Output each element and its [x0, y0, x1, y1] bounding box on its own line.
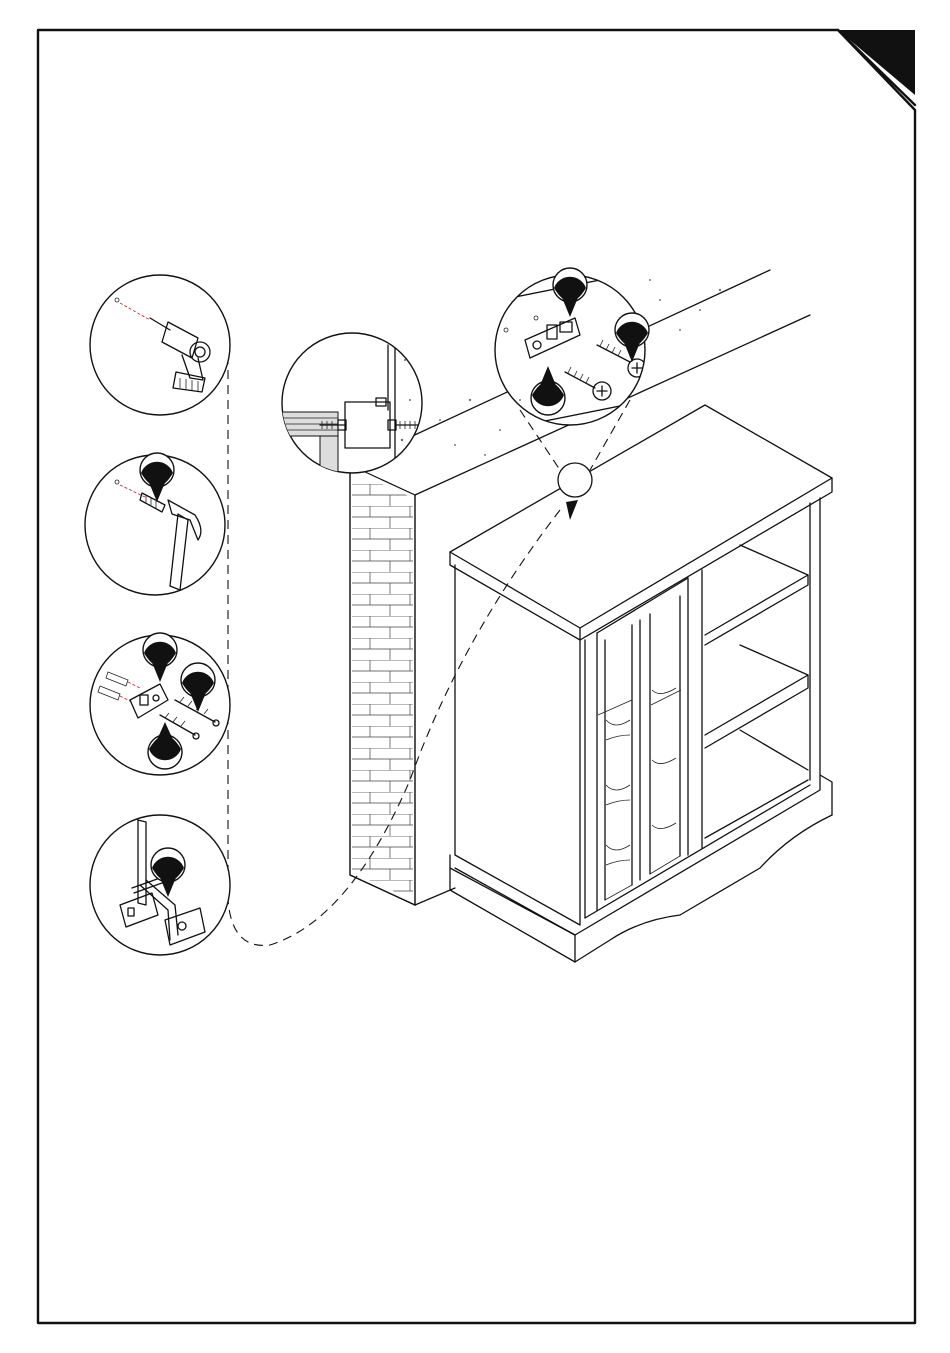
cabinet: [450, 405, 832, 962]
detail-wall-section: [282, 330, 430, 480]
step-drill: [90, 275, 230, 415]
step-hammer: [85, 453, 225, 595]
step-strap: [90, 815, 230, 955]
anchor-location-marker: [558, 463, 592, 497]
step-bracket: [90, 633, 230, 775]
